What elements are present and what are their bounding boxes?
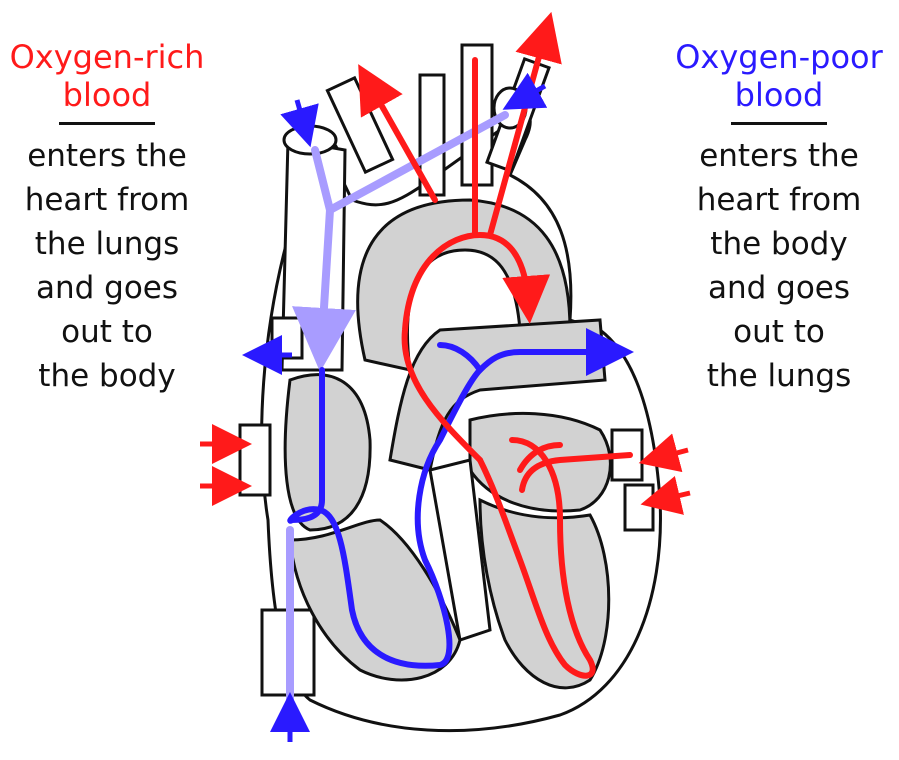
description-line: the body	[38, 358, 176, 394]
red-flow-left-heart	[477, 437, 596, 679]
oxygen-poor-heading-line-1: Oxygen-poor	[675, 38, 883, 76]
left-side-vessel-1	[270, 316, 304, 360]
red-flow-pulmonary-veins	[517, 442, 633, 493]
description-line: out to	[61, 314, 153, 350]
left-side-vessel-2	[238, 423, 272, 497]
oxygen-poor-heading: Oxygen-poor blood	[669, 38, 889, 114]
red-flow-up-right	[487, 11, 562, 238]
blue-arrow-top-right	[502, 72, 548, 110]
red-flow-aorta	[401, 231, 551, 463]
septum	[428, 458, 492, 642]
description-line: the lungs	[34, 226, 180, 262]
red-arrow-right-1	[638, 433, 689, 473]
description-line: the body	[710, 226, 848, 262]
oxygen-rich-heading: Oxygen-rich blood	[0, 38, 217, 114]
description-line: out to	[733, 314, 825, 350]
oxygen-rich-description: enters the heart from the lungs and goes…	[0, 134, 217, 398]
description-line: heart from	[24, 182, 190, 218]
upper-vessel-1	[325, 75, 395, 175]
right-side-vessel-2	[623, 483, 655, 532]
oxygen-rich-caption: Oxygen-rich blood enters the heart from …	[0, 38, 217, 398]
oxygen-poor-caption: Oxygen-poor blood enters the heart from …	[669, 38, 889, 398]
red-flow-up-left	[358, 64, 438, 203]
red-arrow-right-2	[640, 475, 691, 515]
description-line: enters the	[27, 138, 187, 174]
blue-flow-pulmonary-branch	[437, 342, 483, 373]
caption-divider	[731, 122, 827, 125]
description-line: enters the	[699, 138, 859, 174]
oxygen-poor-description: enters the heart from the body and goes …	[669, 134, 889, 398]
oxygen-poor-heading-line-2: blood	[734, 76, 824, 114]
description-line: the lungs	[706, 358, 852, 394]
right-atrium	[283, 373, 372, 532]
oxygen-rich-heading-line-2: blood	[62, 76, 152, 114]
vena-cava-opening	[282, 124, 338, 156]
description-line: and goes	[707, 270, 851, 306]
oxygen-rich-heading-line-1: Oxygen-rich	[9, 38, 205, 76]
blue-flow-vena-cava-branch	[311, 146, 334, 214]
blue-arrow-top-left	[280, 99, 319, 148]
blue-flow-chambers	[287, 328, 634, 669]
description-line: heart from	[696, 182, 862, 218]
caption-divider	[59, 122, 155, 125]
description-line: and goes	[35, 270, 179, 306]
